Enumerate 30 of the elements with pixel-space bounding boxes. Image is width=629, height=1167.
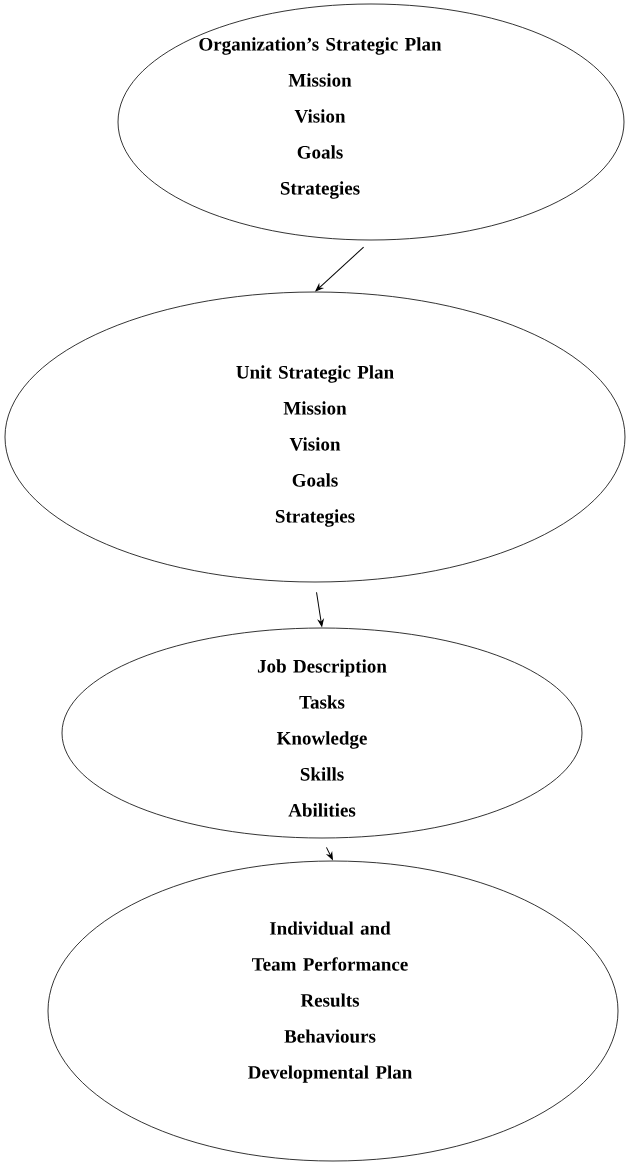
plan-ellipse: [117, 3, 625, 241]
node-label: Goals: [292, 473, 338, 487]
node-label: Knowledge: [276, 731, 367, 749]
plan-ellipse: [47, 860, 619, 1162]
node-text: Unit Strategic Plan Mission Vision Goals Strategies: [236, 365, 394, 527]
node-label: Vision: [294, 109, 346, 123]
node-label: Behaviours: [284, 1029, 376, 1043]
node-label: Job Description: [257, 659, 387, 677]
plan-ellipse: [4, 291, 626, 583]
node-label: Results: [300, 993, 360, 1007]
node-text: Individual and Team Performance Results Behaviours Developmental Plan: [248, 921, 413, 1083]
node-label: Goals: [297, 145, 343, 159]
node-label: Skills: [300, 767, 344, 781]
node-label: Tasks: [299, 695, 345, 709]
node-label: Mission: [288, 73, 352, 87]
arrow: [315, 246, 365, 292]
arrow: [325, 846, 333, 860]
node-label: Vision: [289, 437, 341, 451]
node-label: Unit Strategic Plan: [236, 365, 394, 383]
node-label: Mission: [283, 401, 347, 415]
node-label: Abilities: [288, 803, 356, 817]
node-label: Strategies: [275, 509, 355, 527]
node-label: Developmental Plan: [248, 1065, 413, 1083]
plan-ellipse: [61, 627, 583, 839]
node-label: Individual and Team Performance: [252, 921, 408, 971]
node-label: Strategies: [280, 181, 360, 199]
arrow: [316, 591, 324, 627]
node-label: Organization’s Strategic Plan: [199, 37, 442, 55]
node-text: Job Description Tasks Knowledge Skills Abilities: [257, 659, 387, 817]
node-text: Organization’s Strategic Plan Mission Vision Goals Strategies: [199, 37, 442, 199]
